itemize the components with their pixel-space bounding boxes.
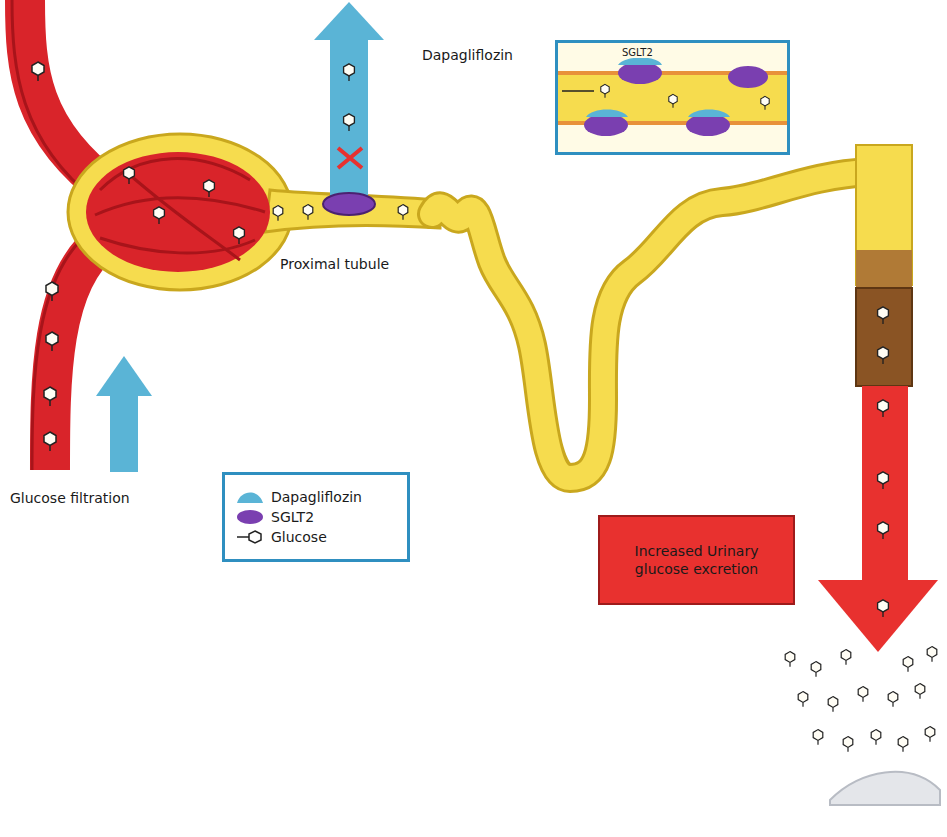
node-text: SGLT2 xyxy=(620,47,655,58)
process-label: Glucose filtration xyxy=(8,490,132,506)
glucose-sample xyxy=(235,529,265,545)
bowman-capsule xyxy=(68,134,440,290)
urine-dish xyxy=(830,772,940,805)
node-text: Increased Urinary glucose excretion xyxy=(612,542,781,578)
transporter-sample xyxy=(235,509,265,525)
glomerulus xyxy=(86,152,270,272)
excretion-arrow xyxy=(818,386,938,652)
legend-text: Glucose xyxy=(271,529,327,545)
result-box: Increased Urinary glucose excretion xyxy=(598,515,795,605)
part-label: Proximal tubule xyxy=(278,256,391,272)
inset-box: DapagliflozinSGLT2 xyxy=(555,40,790,155)
glucose-molecules xyxy=(32,62,937,752)
legend-row: SGLT2 xyxy=(235,509,397,525)
legend-row: Glucose xyxy=(235,529,397,545)
renal-tubule xyxy=(432,145,912,478)
legend-text: Dapagliflozin xyxy=(271,489,362,505)
drug-sample xyxy=(235,489,265,505)
filtration-arrow xyxy=(96,356,152,472)
reabsorption-arrow xyxy=(314,2,384,215)
legend-row: Dapagliflozin xyxy=(235,489,397,505)
legend-box: DapagliflozinSGLT2Glucose xyxy=(222,472,410,562)
inset-title: Dapagliflozin xyxy=(422,47,513,63)
legend-text: SGLT2 xyxy=(271,509,314,525)
inset-illustration xyxy=(558,43,787,152)
